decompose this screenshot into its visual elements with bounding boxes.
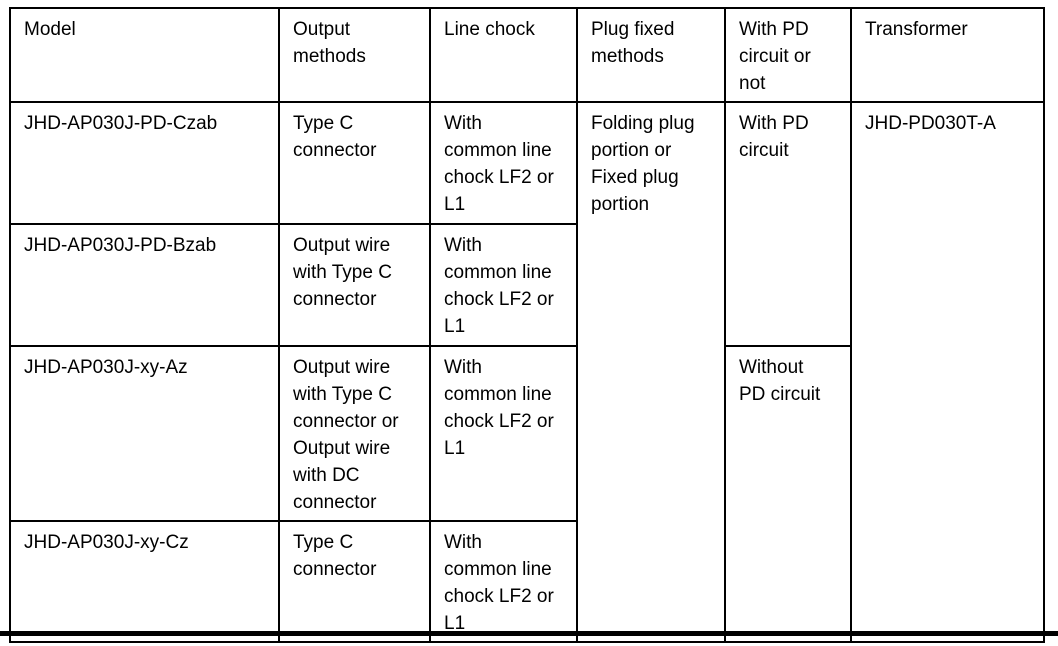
table-row: JHD-AP030J-PD-Bzab Output wire with Type…	[9, 223, 1044, 347]
cell-output-3: Output wire with Type C connector or Out…	[278, 345, 431, 522]
cell-chock-2: With common line chock LF2 or L1	[429, 223, 578, 347]
cell-model-4: JHD-AP030J-xy-Cz	[9, 520, 280, 643]
cell-chock-3: With common line chock LF2 or L1	[429, 345, 578, 522]
header-row: Model Output methods Line chock Plug fix…	[9, 7, 1045, 103]
header-line-chock: Line chock	[429, 7, 578, 103]
header-transformer: Transformer	[850, 7, 1045, 103]
bottom-rule	[0, 631, 1058, 636]
cell-model-1: JHD-AP030J-PD-Czab	[9, 101, 280, 225]
spec-table: Model Output methods Line chock Plug fix…	[9, 7, 1045, 643]
cell-with-pd-circuit: With PD circuit	[724, 101, 852, 347]
cell-output-4: Type C connector	[278, 520, 431, 643]
cell-output-1: Type C connector	[278, 101, 431, 225]
header-plug-fixed-methods: Plug fixed methods	[576, 7, 726, 103]
table-row: JHD-AP030J-PD-Czab Type C connector With…	[9, 101, 1045, 643]
header-with-pd-circuit-or-not: With PD circuit or not	[724, 7, 852, 103]
header-output-methods: Output methods	[278, 7, 431, 103]
cell-output-2: Output wire with Type C connector	[278, 223, 431, 347]
table-row: JHD-AP030J-xy-Cz Type C connector With c…	[9, 520, 1044, 643]
cell-model-3: JHD-AP030J-xy-Az	[9, 345, 280, 522]
cell-transformer: JHD-PD030T-A	[850, 101, 1045, 643]
cell-model-2: JHD-AP030J-PD-Bzab	[9, 223, 280, 347]
cell-plug-fixed: Folding plug portion or Fixed plug porti…	[576, 101, 726, 643]
cell-chock-4: With common line chock LF2 or L1	[429, 520, 578, 643]
header-model: Model	[9, 7, 280, 103]
table-row: JHD-AP030J-xy-Az Output wire with Type C…	[9, 345, 1044, 643]
cell-chock-1: With common line chock LF2 or L1	[429, 101, 578, 225]
cell-without-pd-circuit: Without PD circuit	[724, 345, 852, 643]
